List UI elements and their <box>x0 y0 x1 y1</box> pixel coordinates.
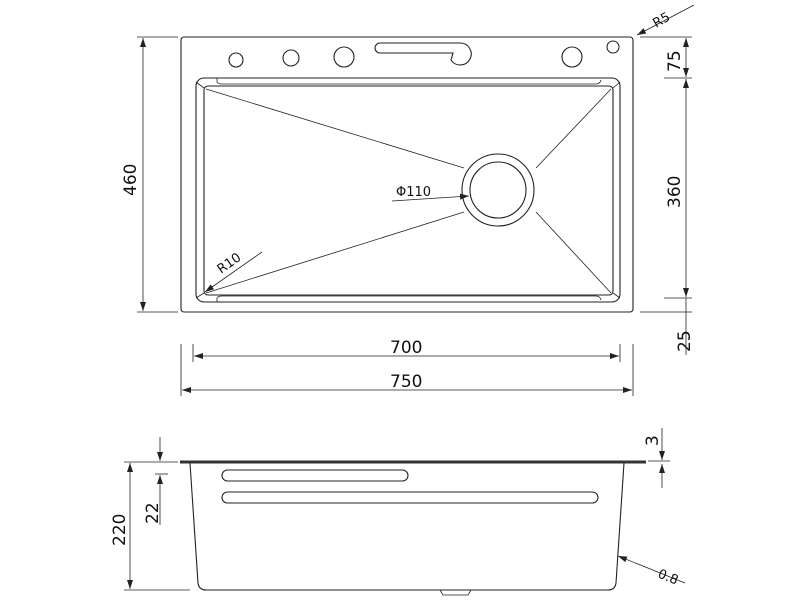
side-slot-long <box>221 491 599 504</box>
flange-thickness-dim: 3 <box>643 435 663 446</box>
top-view: Φ110 R10 R5 460 75 360 25 700 750 <box>121 4 695 396</box>
sink-outline <box>180 36 634 313</box>
side-view: 220 22 3 0.8 <box>110 428 686 596</box>
tap-hole <box>333 46 355 68</box>
drain-fitting <box>439 589 472 596</box>
tap-hole <box>606 40 620 54</box>
tap-hole <box>228 52 244 68</box>
basin-inner <box>203 85 614 296</box>
basin-outer <box>195 77 621 303</box>
overall-depth-dim: 460 <box>121 164 141 196</box>
drain-diameter-label: Φ110 <box>396 185 431 200</box>
ledge-bottom-dim: 25 <box>675 330 695 352</box>
ledge-top-dim: 75 <box>665 50 685 72</box>
corner-radius-label: R5 <box>651 10 673 32</box>
ledge-bottom <box>216 295 602 302</box>
side-slot-short <box>221 469 409 482</box>
drain-outer <box>461 153 535 227</box>
overall-width-dim: 750 <box>390 372 422 392</box>
height-dim: 220 <box>110 514 130 546</box>
basin-radius-label: R10 <box>215 250 245 277</box>
knife-slot <box>374 42 472 66</box>
ledge-top <box>216 78 602 85</box>
tap-hole <box>282 49 300 67</box>
basin-depth-dim: 360 <box>665 176 685 208</box>
drain-inner <box>469 161 527 219</box>
slot-offset-dim: 22 <box>143 502 163 524</box>
basin-width-dim: 700 <box>390 338 422 358</box>
wall-thickness-dim: 0.8 <box>656 567 681 589</box>
basin-body <box>189 462 625 591</box>
tap-hole <box>561 46 583 68</box>
